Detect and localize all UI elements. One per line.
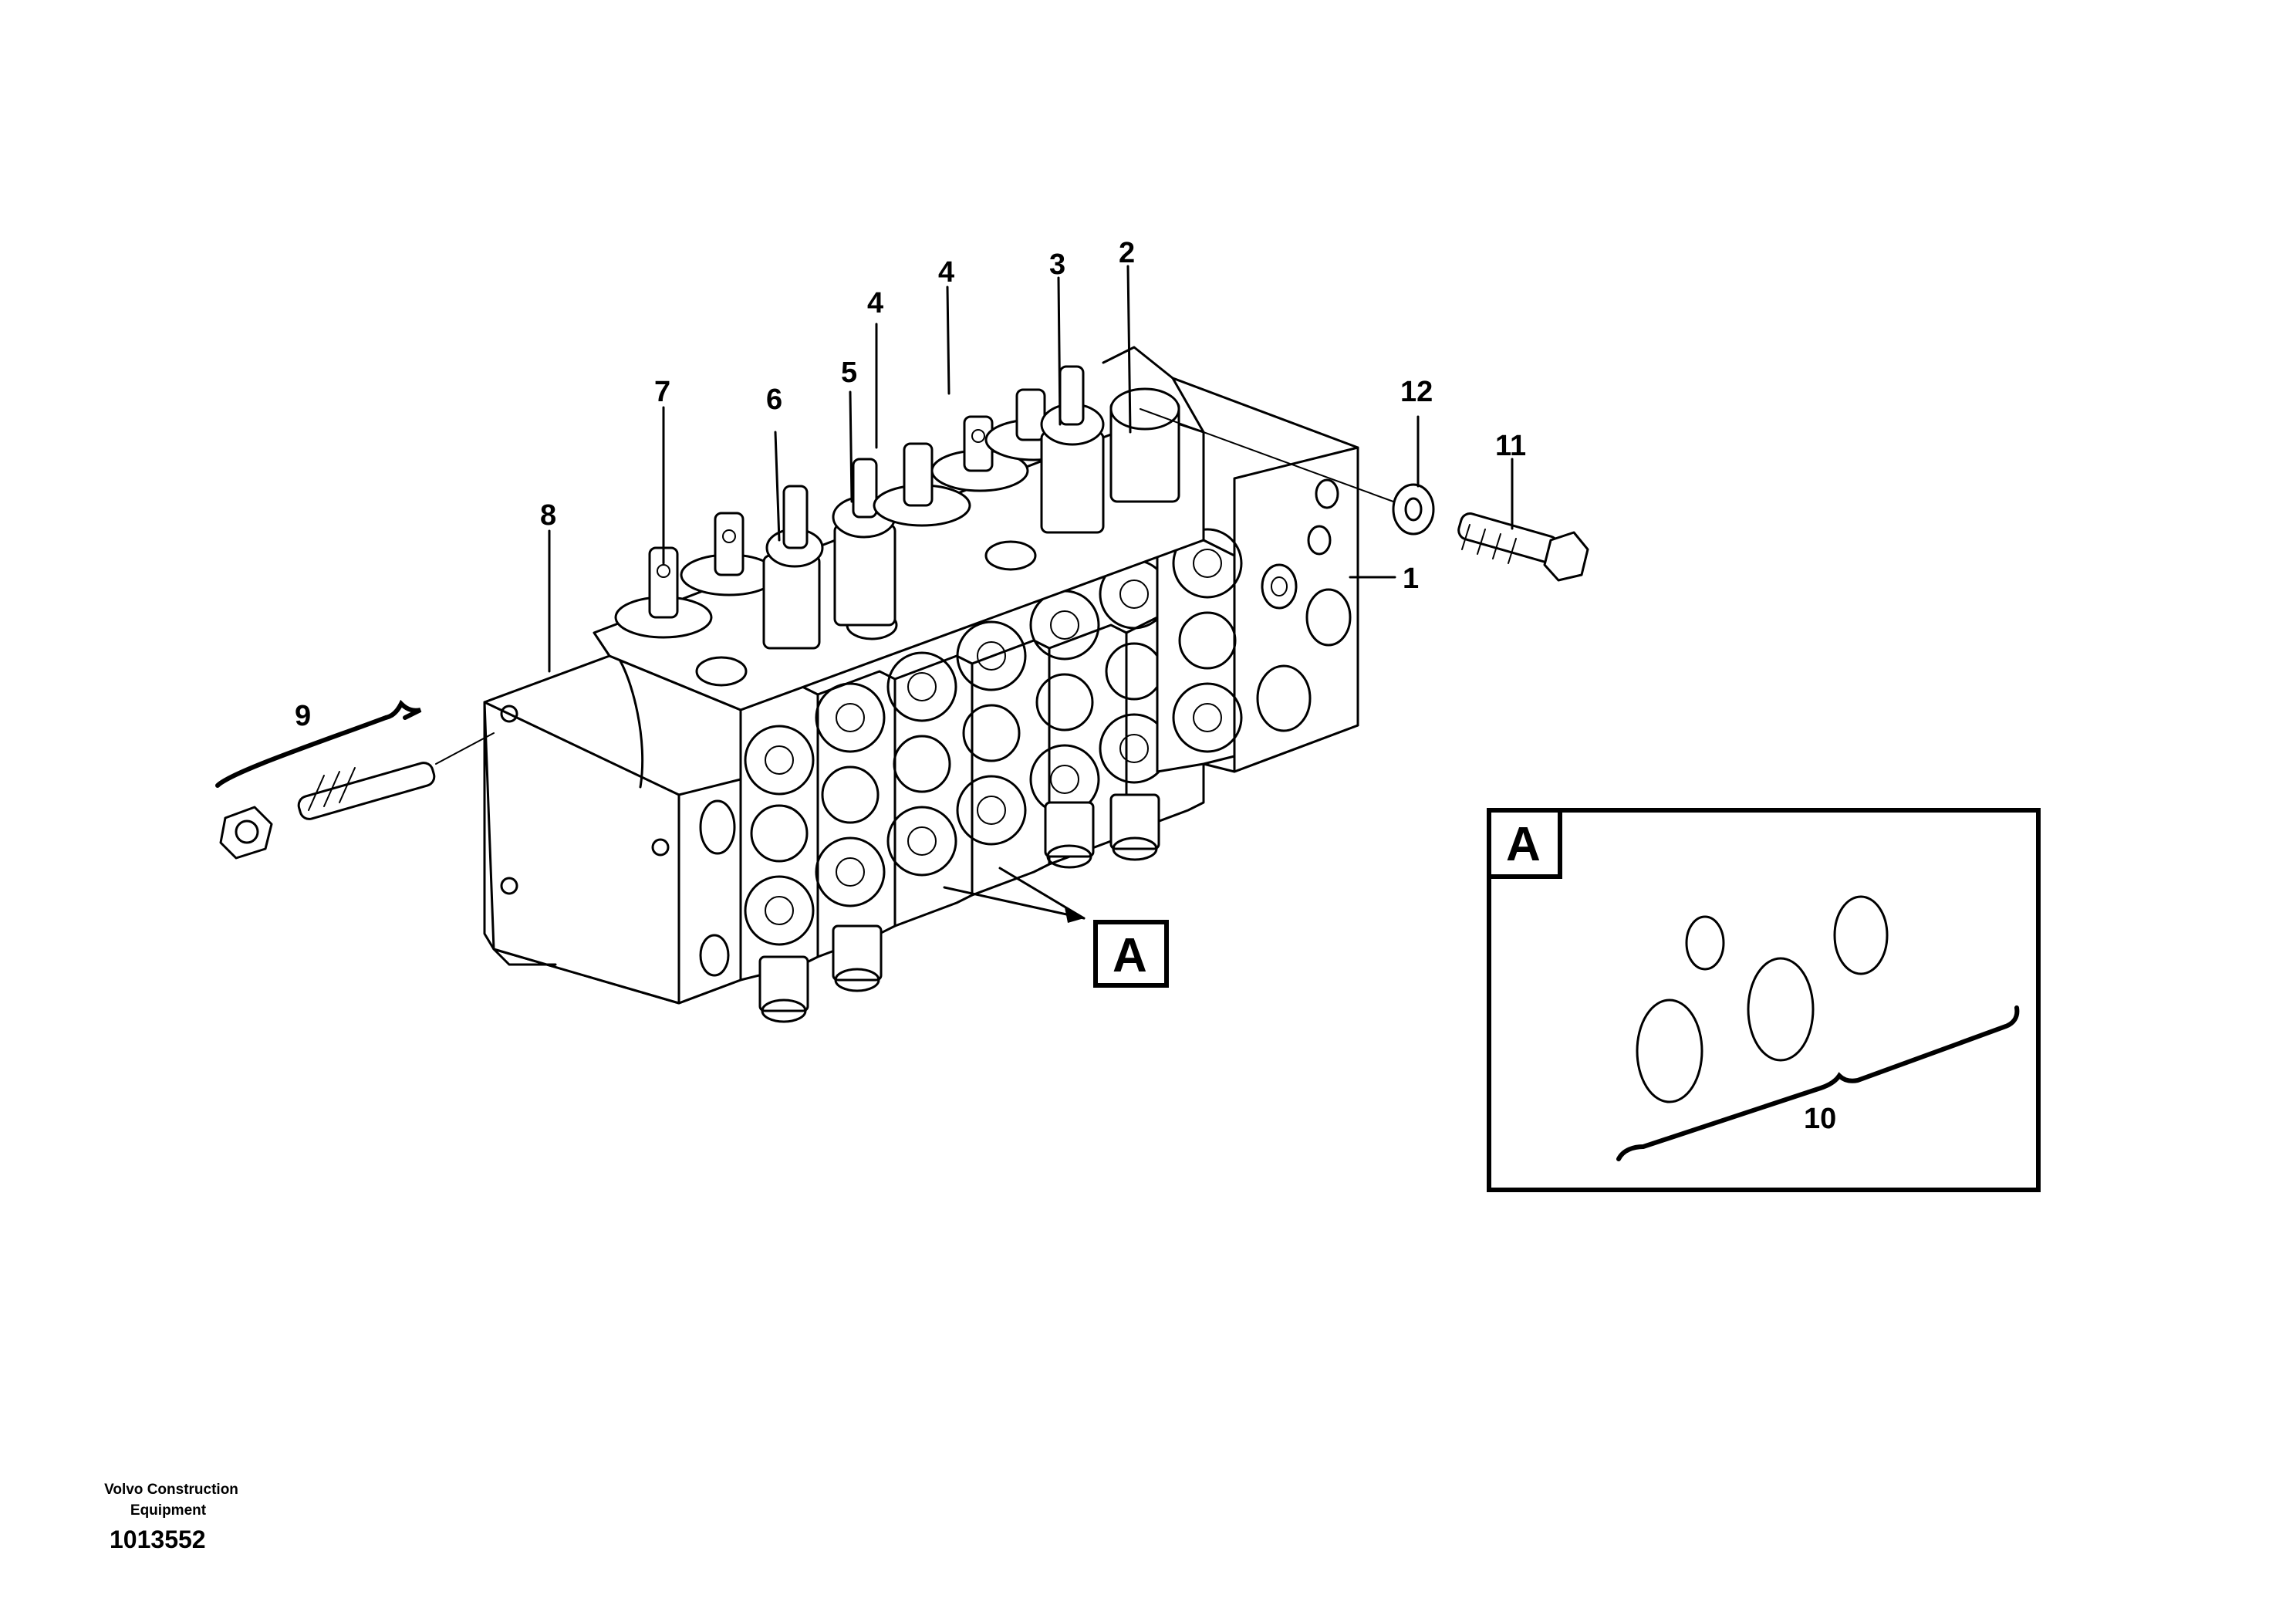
callout-12: 12 bbox=[1400, 376, 1433, 408]
leader-lines bbox=[548, 265, 1514, 923]
callout-5: 5 bbox=[841, 357, 857, 389]
bottom-spool-caps bbox=[758, 793, 1160, 1023]
company-name-line2: Equipment bbox=[130, 1502, 207, 1519]
company-name-line1: Volvo Construction bbox=[104, 1482, 238, 1498]
callout-10: 10 bbox=[1804, 1103, 1836, 1135]
detail-view-title: A bbox=[1506, 818, 1541, 871]
detail-view-a: A 10 bbox=[1487, 808, 2041, 1192]
drawing-number: 1013552 bbox=[110, 1526, 206, 1553]
washer-part-12 bbox=[1392, 483, 1435, 536]
callout-4-left: 4 bbox=[867, 287, 883, 319]
o-rings-part-10 bbox=[1616, 895, 2020, 1161]
end-plate-part-8 bbox=[483, 654, 742, 1005]
callout-6: 6 bbox=[766, 384, 782, 416]
stud-and-nut-part-9 bbox=[215, 699, 495, 860]
callout-4-right: 4 bbox=[938, 256, 954, 289]
callout-labels: 1 2 3 4 4 5 6 7 8 9 12 11 bbox=[295, 237, 1526, 732]
callout-11: 11 bbox=[1495, 430, 1526, 462]
callout-8: 8 bbox=[540, 499, 556, 532]
callout-9: 9 bbox=[295, 700, 311, 732]
bolt-and-washer bbox=[1140, 408, 1589, 582]
callout-3: 3 bbox=[1049, 248, 1065, 281]
control-valve-assembly bbox=[483, 346, 1359, 1023]
bolt-head-part-11 bbox=[1543, 531, 1589, 582]
callout-7: 7 bbox=[654, 376, 670, 408]
footer-block: Volvo Construction Equipment 1013552 bbox=[104, 1482, 238, 1553]
callout-1: 1 bbox=[1403, 563, 1419, 595]
detail-reference-a: A bbox=[1093, 920, 1169, 988]
callout-2: 2 bbox=[1119, 237, 1135, 269]
detail-reference-label: A bbox=[1113, 929, 1147, 982]
